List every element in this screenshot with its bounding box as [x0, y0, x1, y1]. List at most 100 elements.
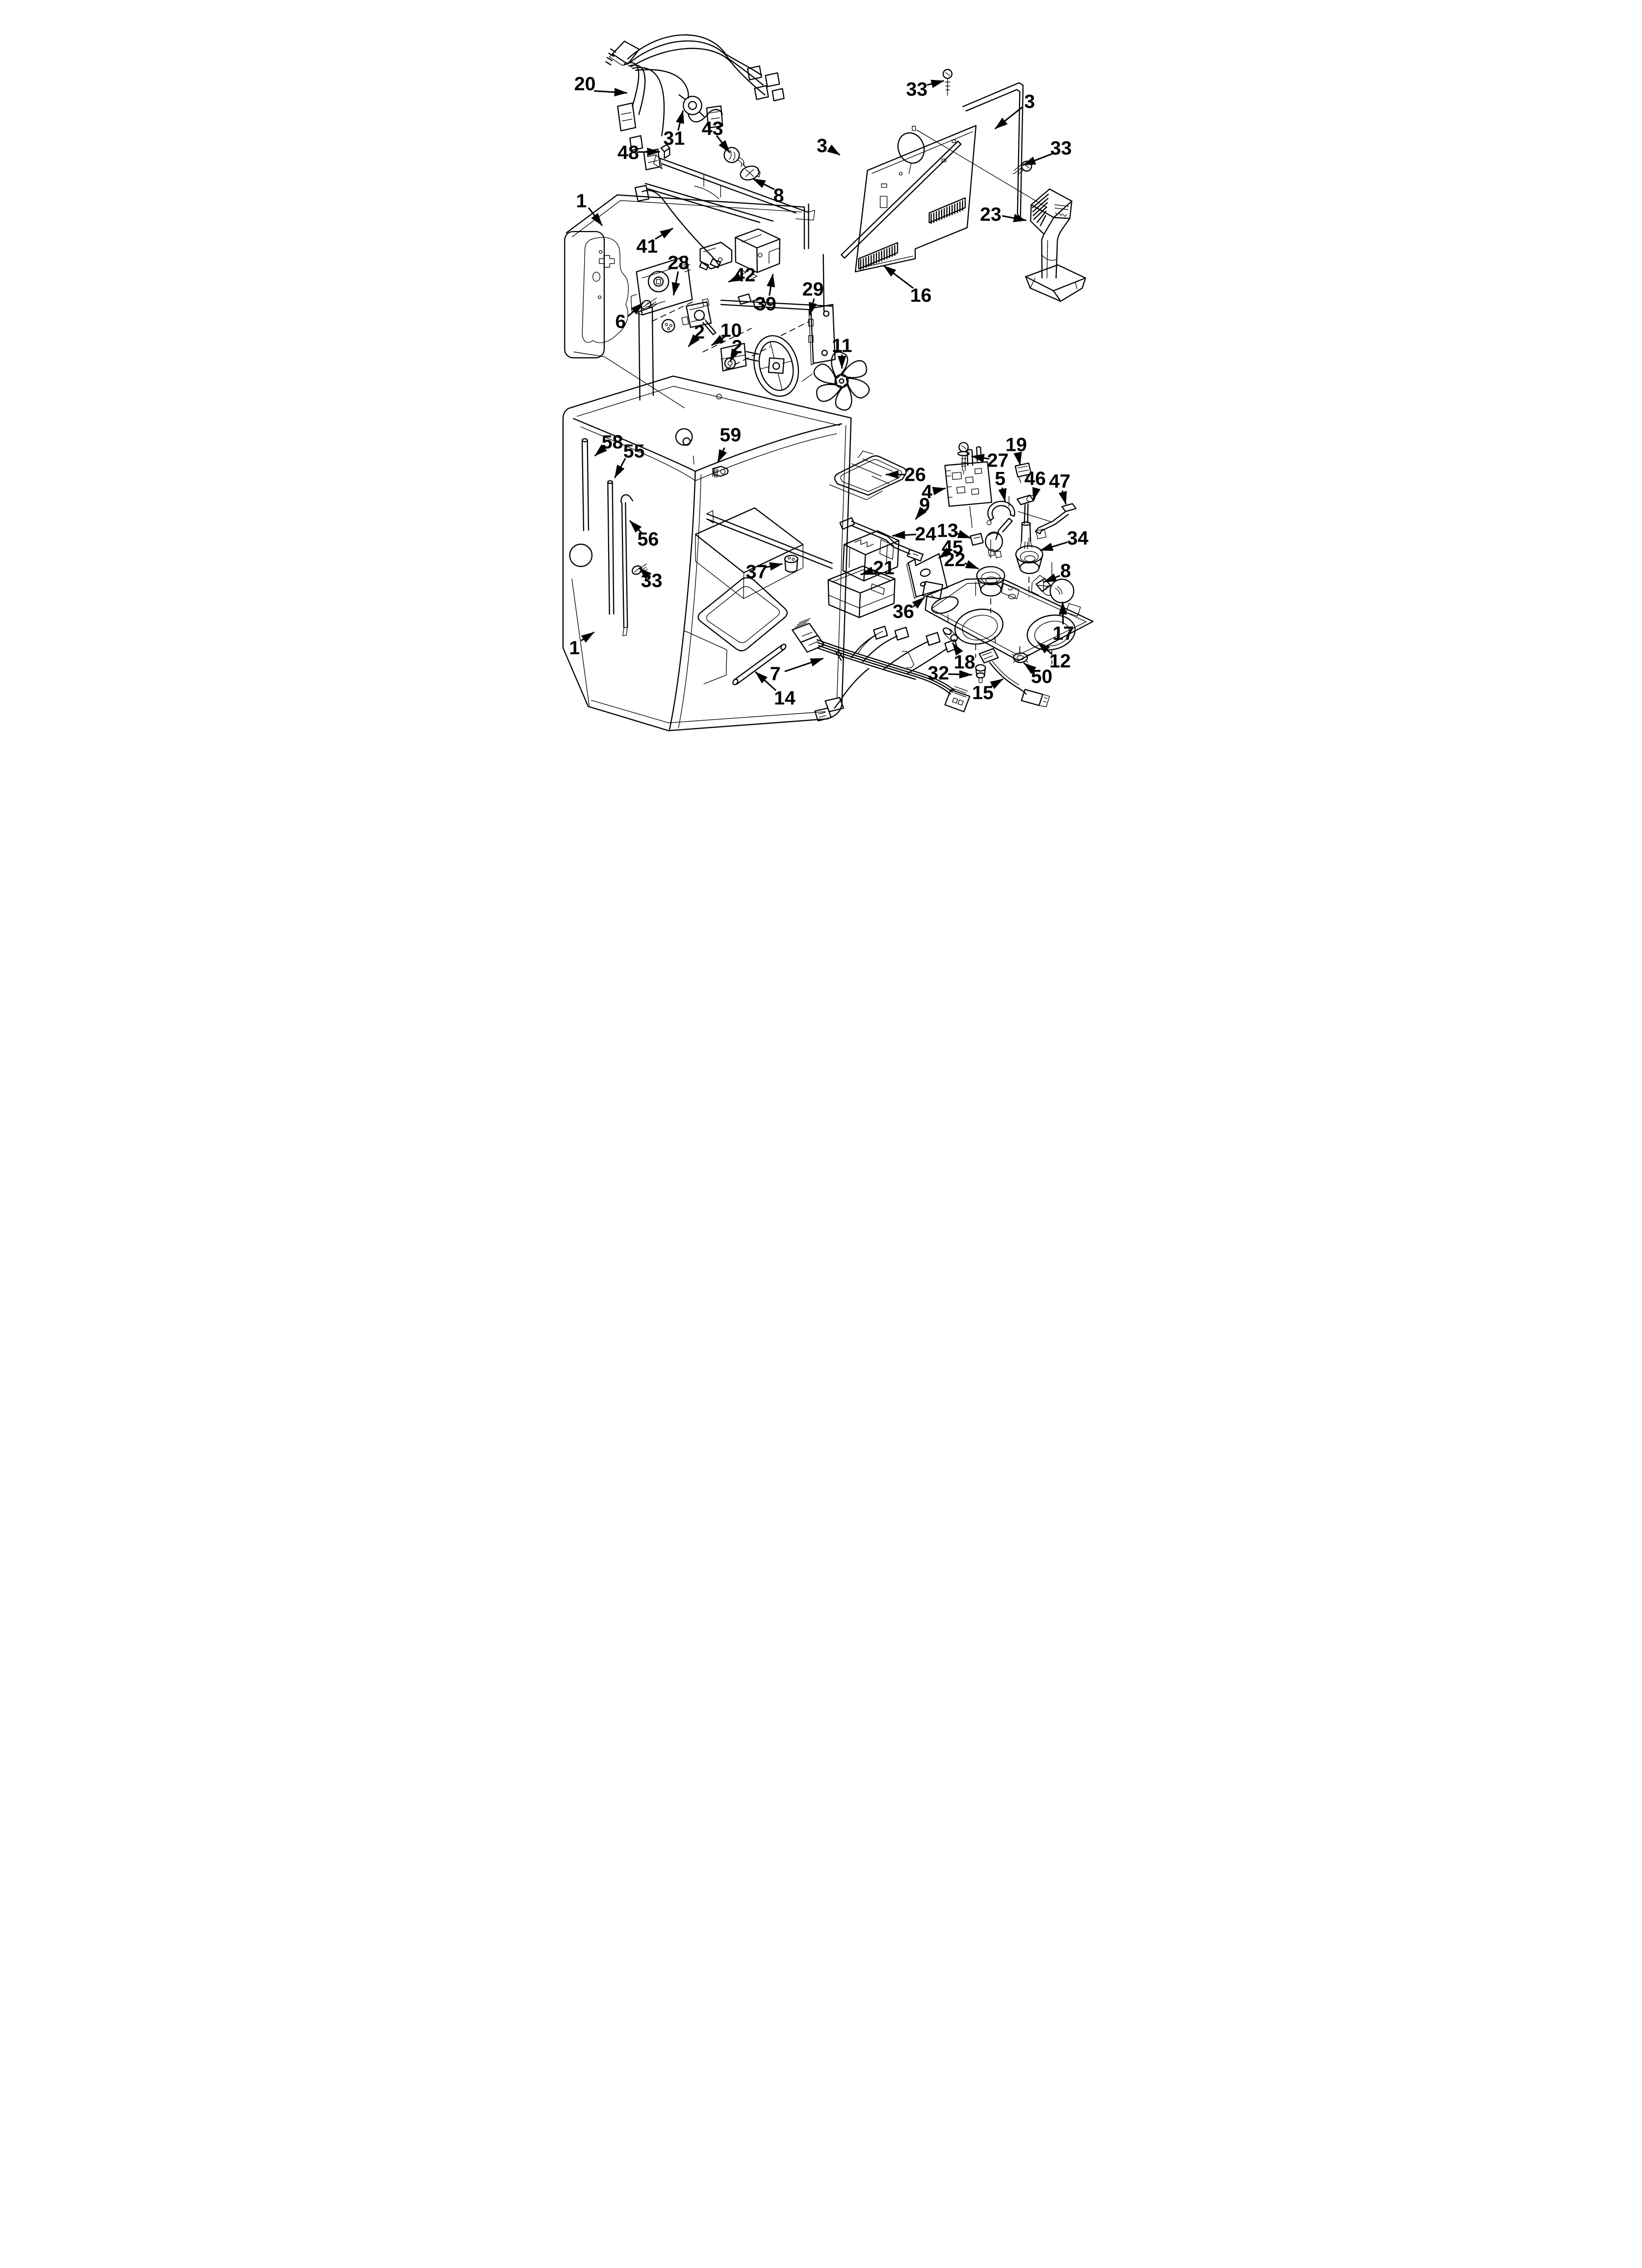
leader-arrow — [1032, 487, 1041, 501]
callout-label: 22 — [944, 549, 966, 571]
leader-arrow — [938, 547, 952, 559]
leader-arrow — [594, 88, 628, 97]
leader-arrow — [971, 454, 990, 463]
callout-42: 42 — [728, 264, 756, 286]
callout-2-right: 2 — [729, 336, 743, 362]
callout-label: 33 — [906, 78, 927, 100]
callout-label: 39 — [755, 293, 776, 315]
leader-arrow — [892, 530, 917, 540]
callout-label: 7 — [770, 663, 781, 685]
callout-label: 43 — [702, 118, 723, 139]
leader-arrow — [676, 110, 684, 131]
callout-label: 2 — [694, 321, 705, 343]
callout-label: 45 — [942, 536, 963, 558]
leader-arrow — [883, 265, 914, 289]
callout-7: 7 — [770, 657, 824, 685]
callout-label: 48 — [617, 142, 639, 163]
callout-33-right: 33 — [1022, 137, 1072, 166]
leader-arrow — [614, 458, 626, 478]
callout-label: 42 — [734, 264, 756, 286]
callout-14: 14 — [754, 671, 795, 709]
callout-2-left: 2 — [688, 321, 705, 347]
leader-arrow — [1043, 573, 1060, 583]
callout-label: 10 — [720, 320, 742, 341]
callout-11: 11 — [832, 335, 852, 369]
clamp-5 — [986, 500, 1016, 525]
callout-47: 47 — [1049, 470, 1071, 505]
clip-19 — [1014, 462, 1032, 483]
callout-label: 50 — [1031, 666, 1052, 687]
callout-label: 31 — [663, 128, 685, 149]
callout-label: 19 — [1005, 434, 1027, 455]
leader-arrow — [948, 670, 973, 679]
callout-label: 4 — [922, 481, 932, 502]
tube-46 — [1016, 495, 1036, 549]
fresh-food-liner — [562, 375, 852, 731]
callout-label: 11 — [832, 335, 852, 356]
lower-harness-7 — [792, 618, 971, 722]
callout-59: 59 — [717, 424, 741, 463]
callout-label: 6 — [615, 311, 626, 332]
callout-label: 36 — [893, 600, 914, 622]
callout-31: 31 — [663, 110, 685, 149]
leader-arrow — [956, 530, 971, 539]
harness-15 — [978, 648, 1050, 707]
callout-label: 16 — [910, 285, 932, 306]
leader-arrow — [1037, 641, 1052, 654]
leader-arrow — [655, 228, 673, 240]
callout-label: 41 — [636, 235, 658, 257]
callout-37: 37 — [746, 561, 783, 582]
callout-26: 26 — [885, 464, 926, 486]
leader-arrow — [809, 298, 817, 316]
leader-arrow — [1013, 451, 1022, 466]
callout-label: 29 — [802, 279, 824, 300]
callout-label: 46 — [1025, 468, 1046, 490]
callout-3-right: 3 — [994, 91, 1035, 130]
callout-label: 37 — [746, 561, 768, 582]
callout-label: 1 — [576, 190, 587, 212]
callout-label: 1 — [569, 637, 580, 658]
leader-arrow — [728, 273, 742, 283]
leader-arrow — [994, 106, 1023, 130]
grommet-32 — [975, 664, 986, 683]
leader-arrow — [765, 562, 783, 571]
leader-arrow — [1002, 213, 1027, 223]
leader-arrow — [1023, 662, 1037, 675]
callout-56: 56 — [629, 520, 659, 550]
callout-10: 10 — [711, 320, 742, 346]
callout-8-lower: 8 — [1043, 560, 1071, 583]
callout-label: 17 — [1052, 623, 1074, 644]
callout-43: 43 — [702, 118, 731, 154]
bracket-47 — [1018, 503, 1077, 539]
callout-6: 6 — [615, 302, 644, 332]
leader-arrow — [671, 271, 680, 296]
callout-label: 8 — [773, 185, 784, 207]
callout-19: 19 — [1005, 434, 1027, 466]
control-board-4 — [944, 446, 993, 517]
callout-48: 48 — [617, 142, 660, 163]
callout-24: 24 — [892, 523, 936, 545]
callout-15: 15 — [972, 678, 1004, 704]
cup-34 — [1015, 537, 1044, 598]
callout-label: 2 — [732, 336, 743, 358]
leader-arrow — [784, 657, 824, 673]
callout-8-upper: 8 — [752, 178, 784, 207]
callout-label: 33 — [1050, 137, 1072, 159]
callout-9: 9 — [915, 494, 930, 520]
leader-arrow — [964, 560, 979, 570]
freezer-liner — [564, 194, 825, 408]
callout-label: 59 — [719, 424, 741, 445]
pan-12 — [924, 562, 1094, 665]
callout-58: 58 — [594, 431, 623, 457]
callout-label: 26 — [904, 464, 926, 486]
callout-28: 28 — [667, 252, 689, 296]
callout-32: 32 — [927, 662, 973, 684]
callout-36: 36 — [893, 597, 925, 622]
callout-label: 28 — [667, 252, 689, 273]
leader-arrow — [990, 678, 1004, 689]
leader-arrow — [932, 487, 946, 495]
leader-arrow — [711, 335, 726, 346]
leader-arrow — [951, 642, 963, 656]
leader-arrow — [717, 447, 727, 463]
callout-label: 32 — [927, 662, 949, 684]
